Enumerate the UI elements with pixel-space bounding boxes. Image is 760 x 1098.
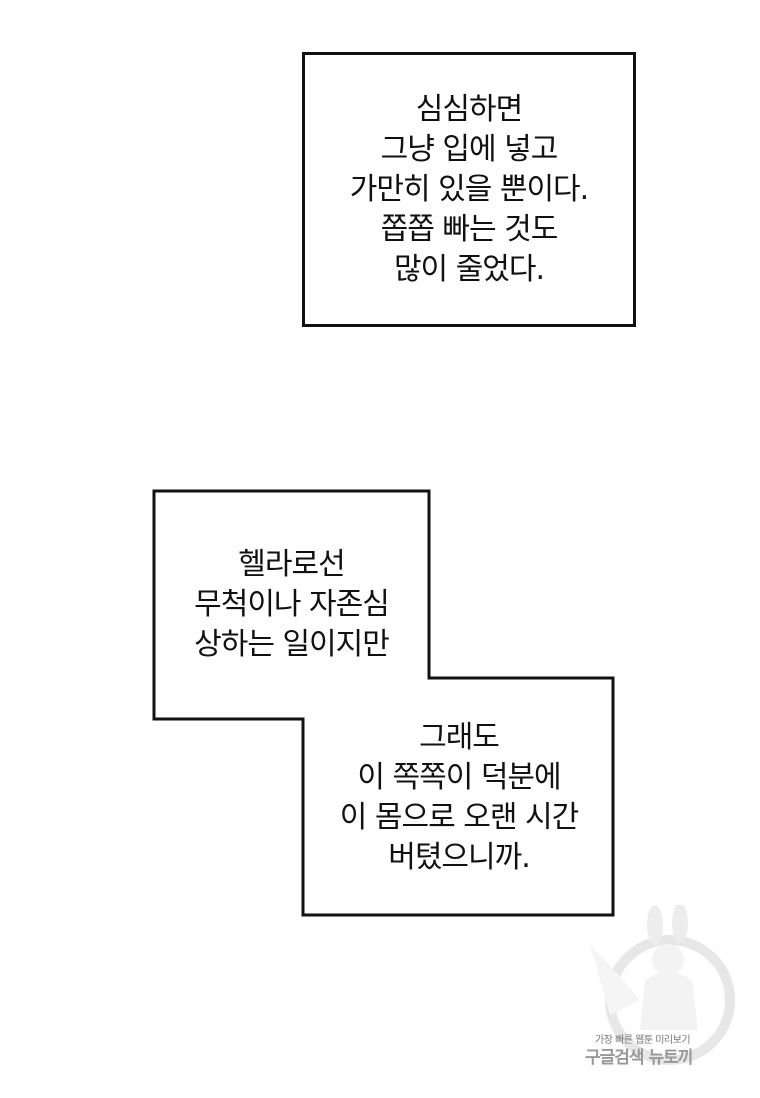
caption-2-line-3: 상하는 일이지만 [194,627,390,662]
caption-box-3: 그래도 이 쪽쪽이 덕분에 이 몸으로 오랜 시간 버텼으니까. [305,718,613,878]
caption-3-line-1: 그래도 [419,720,500,755]
rabbit-mascot-watermark-icon [590,905,735,1065]
caption-3-line-4: 버텼으니까. [388,840,531,875]
caption-2-line-1: 헬라로선 [238,547,345,582]
caption-1-line-5: 많이 줄었다. [393,251,545,287]
caption-box-1: 심심하면 그냥 입에 넣고 가만히 있을 뿐이다. 쫍쫍 빠는 것도 많이 줄었… [302,52,636,327]
caption-3-line-2: 이 쪽쪽이 덕분에 [357,760,561,795]
caption-1-line-4: 쫍쫍 빠는 것도 [380,211,559,247]
watermark-tagline: 가장 빠른 웹툰 미리보기 [595,1035,691,1046]
caption-3-line-3: 이 몸으로 오랜 시간 [339,800,579,835]
caption-1-line-2: 그냥 입에 넣고 [380,131,559,167]
caption-2-line-2: 무척이나 자존심 [194,587,390,622]
caption-1-line-3: 가만히 있을 뿐이다. [349,171,589,207]
watermark-site-name: 구글검색 뉴토끼 [585,1048,693,1068]
caption-1-line-1: 심심하면 [415,91,523,127]
caption-box-2: 헬라로선 무척이나 자존심 상하는 일이지만 [155,545,428,665]
